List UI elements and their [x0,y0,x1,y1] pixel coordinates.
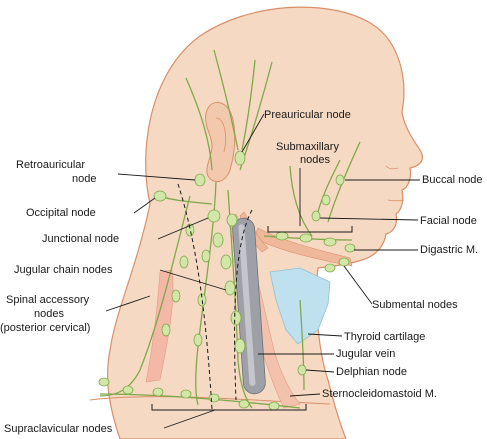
spinal-accessory-node [193,333,203,347]
ear [205,101,236,183]
supraclavicular-node [98,377,110,387]
leader-retroauricular [117,173,196,181]
jugular-chain-node [212,232,224,248]
supraclavicular-node [208,393,220,403]
digastric-node [344,243,356,253]
label-spinal-3: (posterior cervical) [0,322,90,334]
dashed-line [234,209,253,401]
lip-line [387,199,405,202]
head-silhouette [107,6,423,439]
spinal-accessory-node [161,323,171,337]
jugular-chain-node [220,254,232,270]
spinal-accessory-node [197,293,207,307]
lymph-nodes [98,150,356,411]
label-delphian: Delphian node [336,366,407,378]
delphian-node [297,364,307,376]
occipital-node [153,190,167,202]
jugular-chain-node [226,213,238,227]
buccal-node [335,174,345,186]
vessel [299,299,305,391]
spinal-accessory-node [171,289,181,303]
submaxillary-node [275,231,289,241]
leader-junctional [157,217,209,240]
leader-occipital [133,197,156,214]
label-buccal: Buccal node [422,174,483,186]
jugular-chain-node [224,280,236,296]
jugular-vein-highlight [238,224,256,386]
nostril-line [385,165,399,170]
label-spinal-2: nodes [34,308,64,320]
leader-sternocleidomastoid [289,393,321,397]
submental-node [324,263,336,273]
vessel [241,59,256,151]
supraclavicular-node [268,401,280,411]
label-digastric: Digastric M. [420,244,478,256]
label-occipital: Occipital node [26,207,96,219]
supraclavicular-node [152,387,164,397]
facial-node [311,210,321,222]
submaxillary-bracket [267,226,353,233]
spinal-accessory-node [185,223,195,237]
labels: Preauricular node Submaxillary nodes Buc… [0,109,483,435]
leader-submental [343,265,373,305]
leader-thyroid [307,333,343,337]
leader-preauricular [241,113,265,153]
dashed-line [177,183,213,411]
spinal-accessory-node [179,255,189,269]
trapezius-muscle [145,269,174,383]
submaxillary-node [323,237,337,247]
vessel [227,189,253,409]
leader-supraclavicular [163,409,216,429]
label-supraclavicular: Supraclavicular nodes [4,423,113,435]
label-sternocleidomastoid: Sternocleidomastoid M. [322,388,437,400]
label-submental: Submental nodes [372,299,458,311]
label-jugular-chain: Jugular chain nodes [14,264,113,276]
supraclavicular-bracket [151,404,307,411]
jugular-chain-node [230,310,242,326]
supraclavicular-node [180,389,192,399]
leader-lines [105,113,420,429]
label-submaxillary-1: Submaxillary [276,141,339,153]
brackets [151,226,353,411]
leader-delphian [305,369,335,373]
vessel [289,165,313,237]
supraclavicular-node [122,385,134,395]
label-retroauricular-1: Retroauricular [16,159,85,171]
label-preauricular: Preauricular node [264,109,351,121]
vessel [99,195,191,397]
retroauricular-node [194,173,206,187]
vessel [213,49,239,151]
preauricular-node [234,150,246,166]
label-spinal-1: Spinal accessory [6,294,90,306]
label-jugular-vein: Jugular vein [336,348,395,360]
supraclavicular-node [238,399,250,409]
submental-node [338,257,350,267]
label-thyroid: Thyroid cartilage [344,331,425,343]
leader-spinal [105,295,151,312]
vessel [185,77,213,171]
label-retroauricular-2: node [72,173,96,185]
submaxillary-node [299,233,313,243]
facial-node [321,194,331,206]
label-junctional: Junctional node [42,233,119,245]
junctional-node [207,209,221,223]
label-submaxillary-2: nodes [300,154,330,166]
spinal-accessory-node [201,249,211,263]
dashed-guides [177,183,253,411]
jugular-chain-node [234,338,246,354]
head-neck-illustration [89,6,423,439]
leader-facial [319,217,419,221]
ear-inner [215,117,226,153]
leader-jugular-chain [159,269,227,291]
label-facial: Facial node [420,215,477,227]
